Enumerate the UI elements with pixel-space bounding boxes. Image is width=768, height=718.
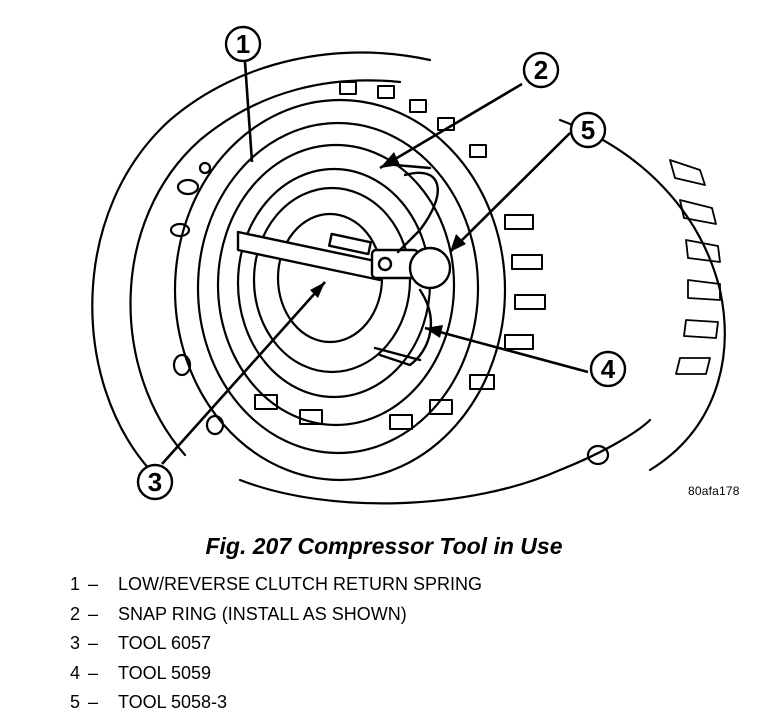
clutch-ring <box>252 186 412 374</box>
case-inner-arc <box>129 79 402 457</box>
legend-item: 5–TOOL 5058-3 <box>70 688 482 718</box>
case-hole <box>198 161 212 175</box>
clutch-ring <box>216 143 456 427</box>
legend-item: 1–LOW/REVERSE CLUTCH RETURN SPRING <box>70 570 482 600</box>
case-outer-arc <box>91 51 432 472</box>
legend-item: 3–TOOL 6057 <box>70 629 482 659</box>
callout-3: 3 <box>136 463 174 501</box>
figure-title: Fig. 207 Compressor Tool in Use <box>205 533 563 559</box>
leader-line-3 <box>161 281 326 465</box>
leader-line-4 <box>424 326 589 374</box>
legend-item: 2–SNAP RING (INSTALL AS SHOWN) <box>70 600 482 630</box>
legend-number: 3 <box>70 633 81 653</box>
callout-2: 2 <box>522 51 560 89</box>
clutch-tabs <box>254 81 546 430</box>
compressor-tool <box>236 163 452 367</box>
legend-number: 4 <box>70 662 81 683</box>
case-lower-arc <box>238 418 652 505</box>
callout-4-label: 4 <box>601 354 616 384</box>
clutch-ring-outer <box>173 98 507 482</box>
legend-text: LOW/REVERSE CLUTCH RETURN SPRING <box>118 574 483 594</box>
leader-line-1 <box>243 61 254 163</box>
callout-5-label: 5 <box>581 115 595 145</box>
case-hole <box>205 414 225 436</box>
legend-item: 4–TOOL 5059 <box>70 659 482 689</box>
callout-2-label: 2 <box>534 55 548 85</box>
arrowhead-5 <box>450 234 466 252</box>
callout-1: 1 <box>224 25 262 63</box>
legend-list: 1–LOW/REVERSE CLUTCH RETURN SPRING 2–SNA… <box>70 570 482 718</box>
image-code: 80afa178 <box>688 484 740 498</box>
arrowhead-2 <box>380 152 400 168</box>
legend-number: 5 <box>70 692 81 712</box>
case-hole <box>586 444 610 466</box>
leader-line-5 <box>449 132 571 253</box>
legend-text: SNAP RING (INSTALL AS SHOWN) <box>118 603 407 624</box>
case-hole <box>172 353 192 377</box>
arrowhead-4 <box>425 325 443 338</box>
leader-line-2 <box>379 82 523 170</box>
callout-1-label: 1 <box>236 29 250 59</box>
legend-dash: – <box>88 603 99 624</box>
case-hole <box>176 178 200 196</box>
legend-dash: – <box>88 662 99 683</box>
legend-dash: – <box>88 692 99 712</box>
callout-5: 5 <box>569 111 607 149</box>
legend-dash: – <box>88 574 99 594</box>
legend-dash: – <box>88 633 99 653</box>
gear-teeth <box>669 159 721 375</box>
legend-number: 2 <box>70 603 81 624</box>
clutch-ring <box>196 121 480 455</box>
case-hole <box>169 222 191 238</box>
arrowhead-3 <box>310 282 325 298</box>
callout-3-label: 3 <box>148 467 162 497</box>
legend-text: TOOL 6057 <box>118 633 212 653</box>
callout-4: 4 <box>589 350 627 388</box>
legend-text: TOOL 5058-3 <box>118 692 228 712</box>
compressor-tool-illustration: 1 2 5 4 3 <box>91 25 726 505</box>
legend-text: TOOL 5059 <box>118 662 212 683</box>
legend-number: 1 <box>70 574 81 594</box>
